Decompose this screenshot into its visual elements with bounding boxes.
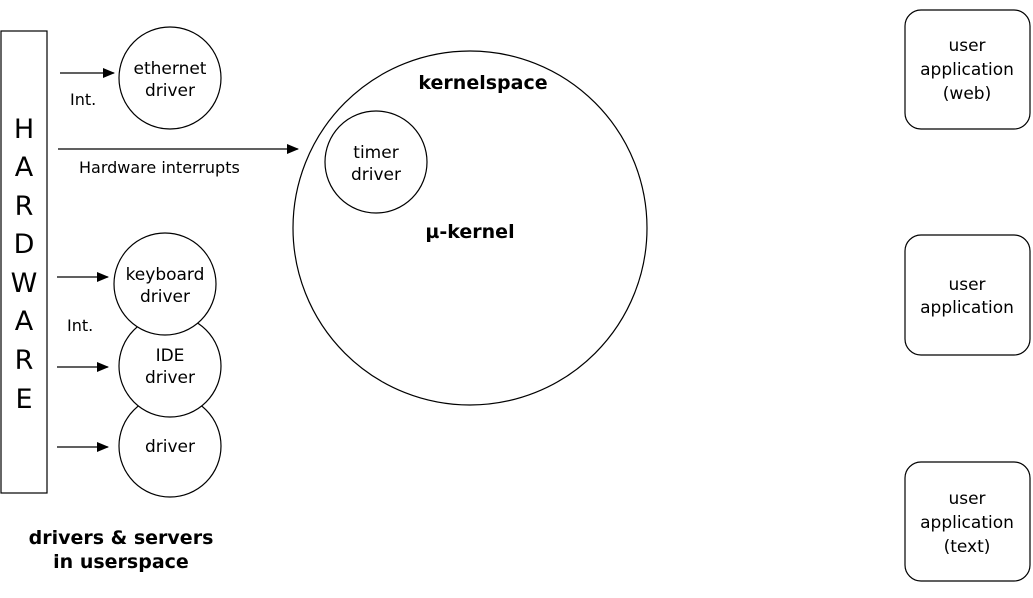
user-app-line1: user [948,275,985,295]
user-app-web-line2: application [920,60,1014,80]
user-app-line2: application [920,298,1014,318]
generic-driver-label: driver [145,437,195,457]
ethernet-driver-circle [118,26,222,130]
hardware-block: H A R D W A R E [0,30,48,494]
hardware-letter: H [14,114,34,145]
microkernel-label: µ-kernel [425,221,514,243]
kernelspace-label: kernelspace [418,72,547,94]
int-label-top: Int. [70,90,96,109]
user-app-box [904,234,1031,356]
hardware-letter: W [11,268,38,299]
ide-driver-line2: driver [145,368,195,388]
int-label-bottom: Int. [67,316,93,335]
ethernet-driver-line1: ethernet [134,59,207,79]
hardware-letter: R [15,191,34,222]
timer-driver-line1: timer [353,143,398,163]
hardware-letter: R [15,345,34,376]
ide-driver: IDE driver [118,314,222,418]
user-app-text-box [904,461,1031,582]
keyboard-driver-line2: driver [140,287,190,307]
hardware-letter: A [15,306,34,337]
generic-driver: driver [118,394,222,498]
ide-driver-line1: IDE [156,346,185,366]
hardware-letter: A [15,152,34,183]
hardware-letter: E [15,384,32,415]
userspace-caption-line1: drivers & servers [29,527,214,549]
user-app-web: user application (web) [904,9,1031,130]
kernel-space: kernelspace µ-kernel timer driver [292,50,648,406]
ethernet-driver: ethernet driver [118,26,222,130]
timer-driver-line2: driver [351,165,401,185]
hardware-interrupts-label: Hardware interrupts [79,158,240,177]
keyboard-driver-circle [113,232,217,336]
user-app-web-box [904,9,1031,130]
user-app-web-line3: (web) [943,84,991,104]
user-app-text-line3: (text) [944,537,991,557]
timer-driver-circle [324,110,428,214]
keyboard-driver-line1: keyboard [126,265,205,285]
user-app: user application [904,234,1031,356]
ethernet-driver-line2: driver [145,81,195,101]
userspace-caption-line2: in userspace [53,551,189,573]
hardware-letter: D [14,229,35,260]
keyboard-driver: keyboard driver [113,232,217,336]
user-app-text-line2: application [920,513,1014,533]
user-app-web-line1: user [948,36,985,56]
user-app-text-line1: user [948,489,985,509]
hardware-box [0,30,48,494]
user-app-text: user application (text) [904,461,1031,582]
